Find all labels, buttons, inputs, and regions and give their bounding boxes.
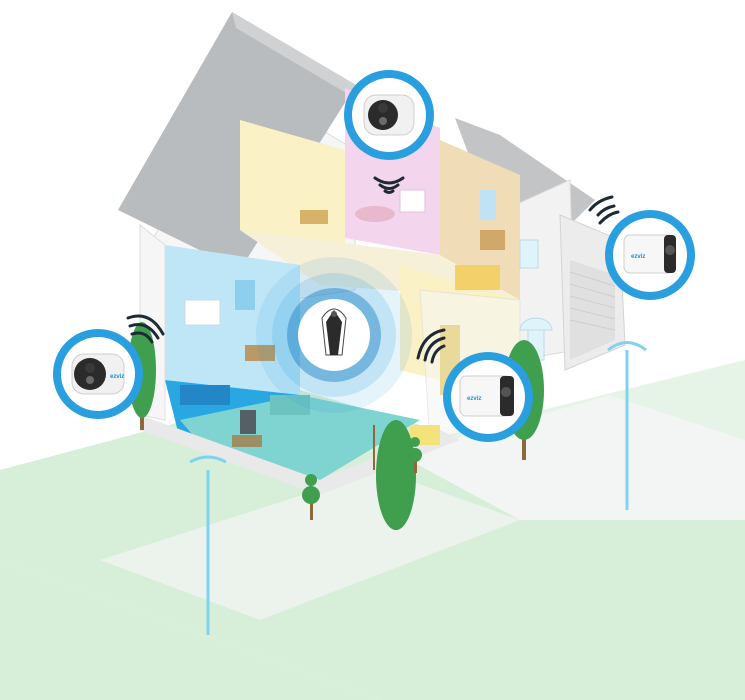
brand-label: ezviz	[467, 396, 481, 402]
tree-icon	[302, 474, 320, 520]
tree-icon	[408, 437, 422, 473]
camera-icon[interactable]: ezviz	[443, 352, 533, 442]
camera-icon[interactable]: ezviz	[605, 210, 695, 300]
camera-icon[interactable]	[344, 70, 434, 160]
garage-door	[569, 260, 616, 360]
kitchen-cabinet	[184, 299, 221, 326]
tv-stand	[232, 435, 262, 447]
street-lamp-icon	[607, 341, 647, 510]
bed	[455, 265, 500, 290]
brand-label: ezviz	[110, 374, 124, 380]
window	[235, 280, 255, 310]
sofa	[270, 395, 310, 415]
wifi-signal-icon	[373, 176, 405, 194]
dresser	[300, 210, 328, 224]
brand-label: ezviz	[631, 254, 645, 260]
tree-icon	[376, 420, 416, 530]
rug	[355, 206, 395, 222]
hub-icon[interactable]	[321, 308, 347, 356]
street-lamp-icon	[189, 455, 227, 635]
wifi-signal-icon	[416, 328, 446, 364]
wifi-signal-icon	[126, 314, 165, 344]
tree-icon	[373, 425, 375, 470]
wifi-signal-icon	[588, 195, 620, 225]
camera-icon[interactable]: ezviz	[53, 329, 143, 419]
driveway	[100, 395, 745, 620]
table	[245, 345, 275, 361]
